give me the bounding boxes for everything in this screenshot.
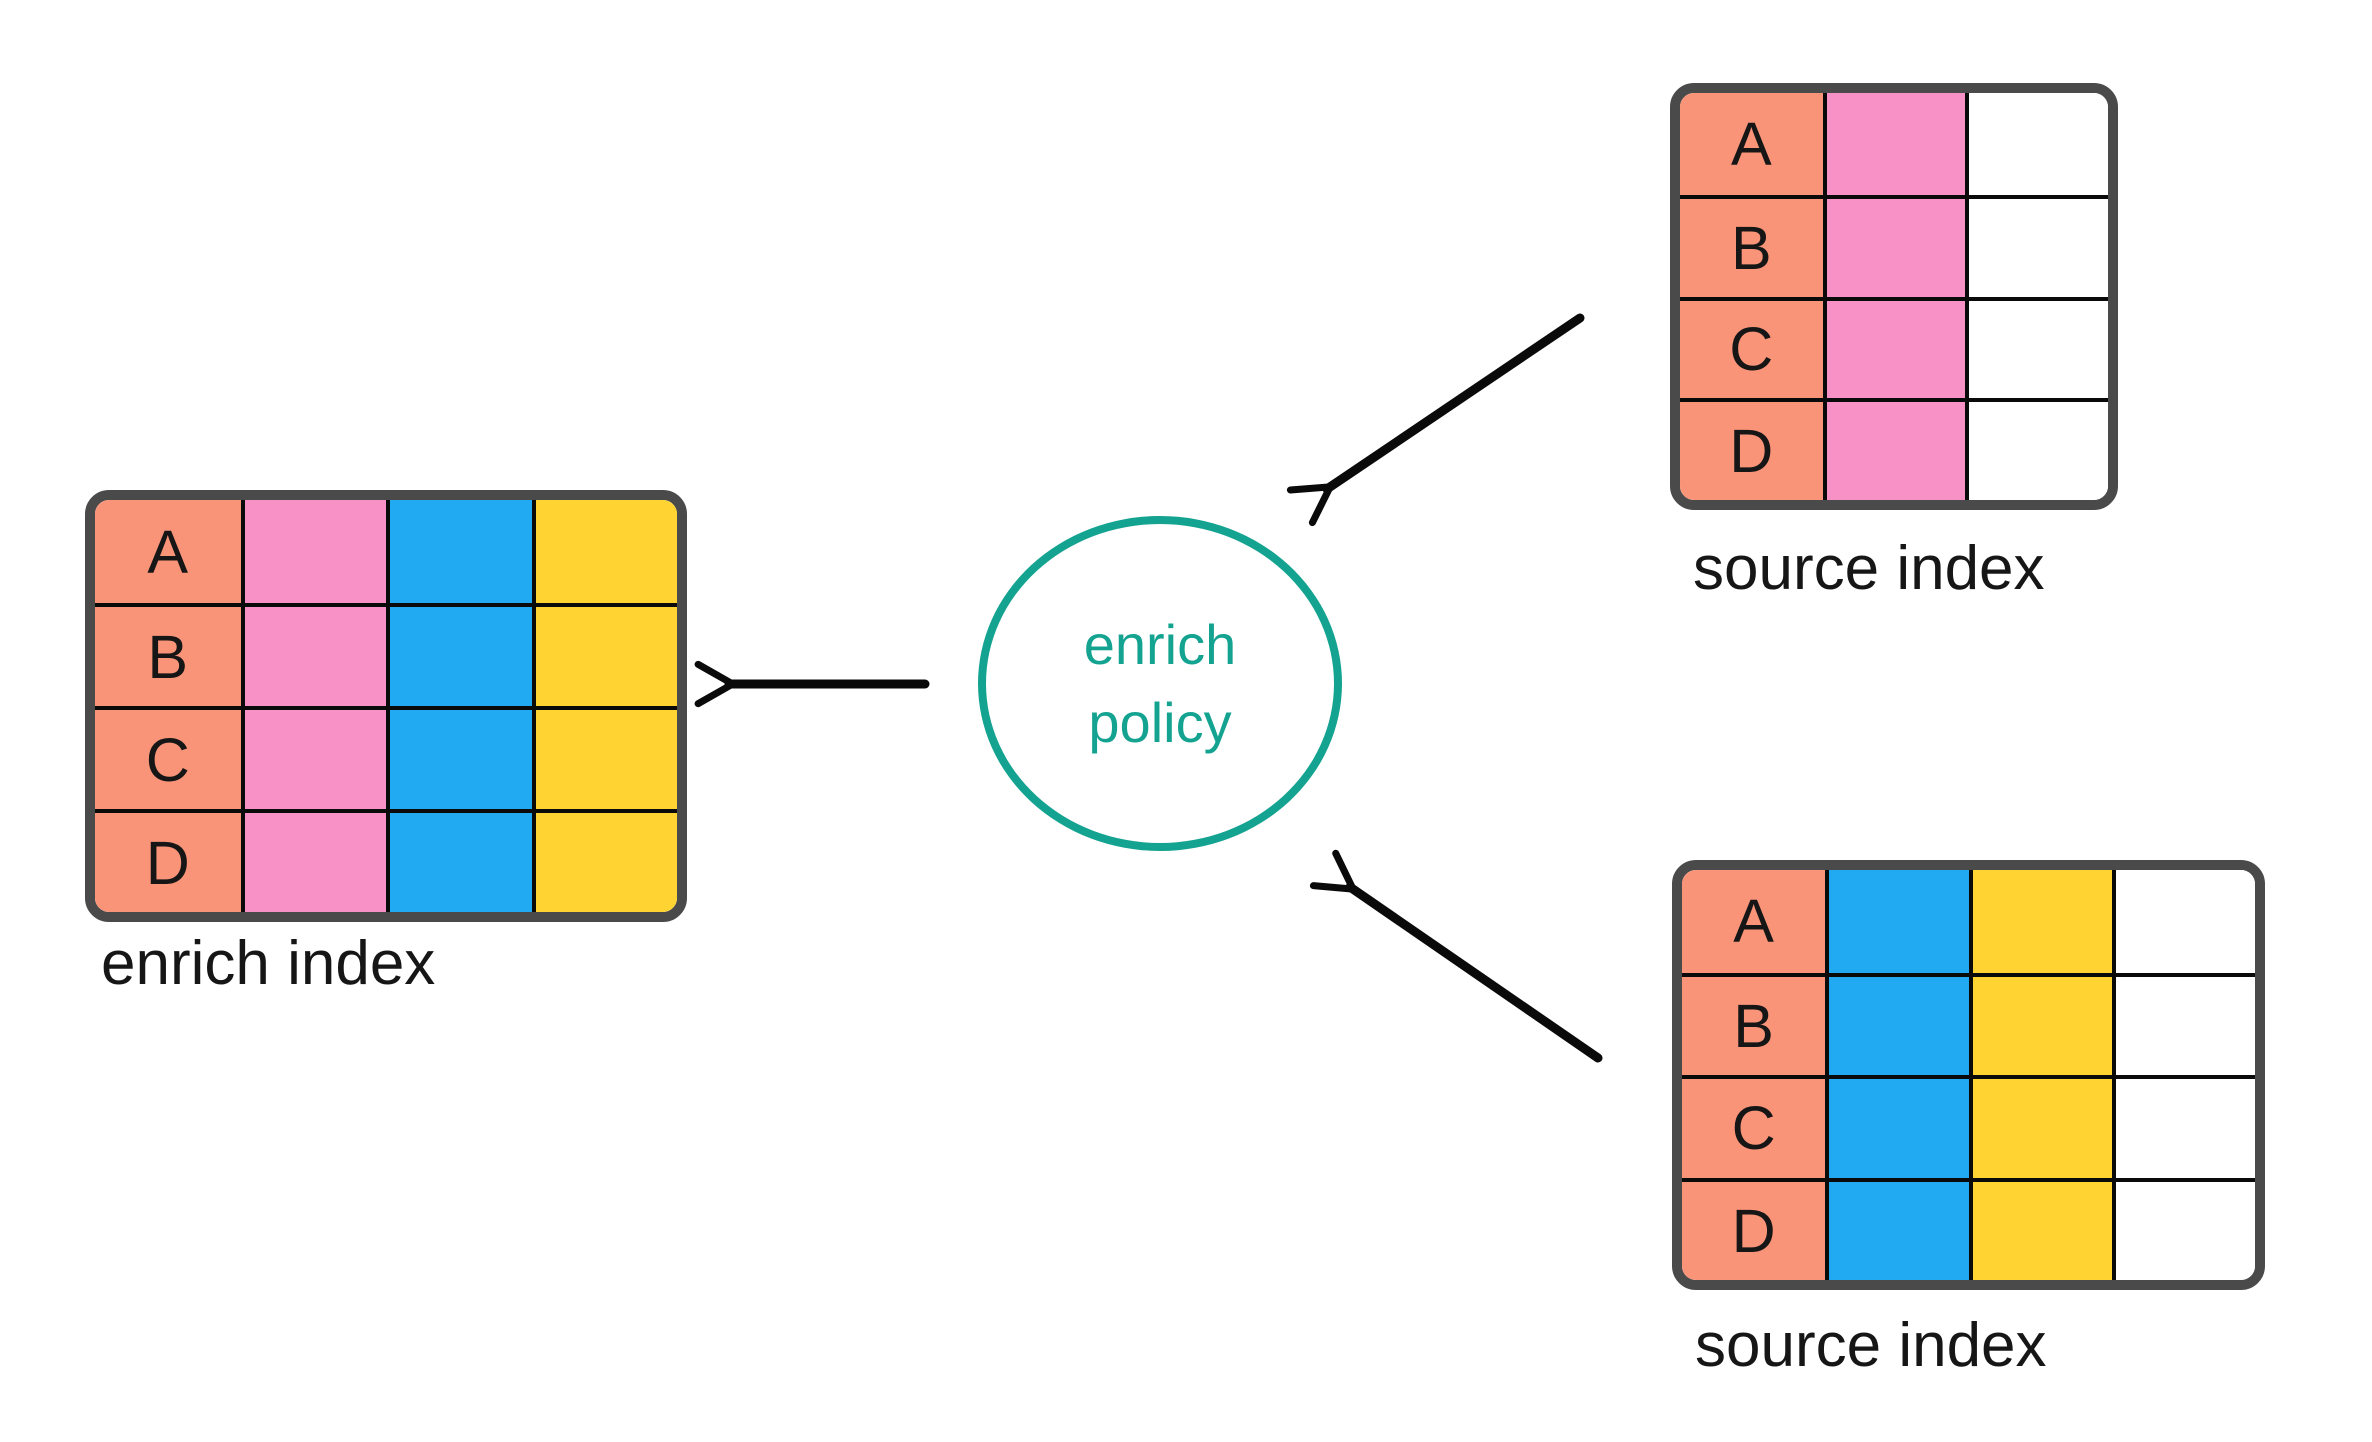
row-label-cell: B	[95, 603, 241, 706]
table-cell	[240, 706, 386, 809]
source-index-bottom-table: A B C D	[1672, 860, 2265, 1290]
table-cell	[1822, 93, 1966, 195]
table-cell	[1825, 870, 1969, 973]
table-cell	[2111, 870, 2255, 973]
table-cell	[2111, 1177, 2255, 1280]
row-label-cell: B	[1680, 194, 1823, 297]
table-cell	[240, 500, 386, 603]
enrich-index-caption: enrich index	[101, 929, 436, 998]
enrich-policy-circle: enrich policy	[978, 516, 1342, 851]
source-index-top-caption: source index	[1693, 534, 2045, 603]
row-label-cell: B	[1682, 972, 1826, 1075]
table-cell	[386, 603, 532, 706]
row-label-cell: C	[95, 706, 241, 809]
row-label-cell: D	[1682, 1177, 1826, 1280]
source-index-top-table: A B C D	[1670, 83, 2118, 510]
enrich-policy-label-line1: enrich	[1083, 612, 1237, 676]
source-index-bottom-caption: source index	[1695, 1311, 2047, 1380]
arrow-source-top-to-policy	[1286, 313, 1585, 527]
table-cell	[1965, 296, 2108, 399]
row-label-cell: C	[1682, 1075, 1826, 1178]
table-cell	[1965, 194, 2108, 297]
row-label-cell: A	[1682, 870, 1826, 973]
table-cell	[1825, 972, 1969, 1075]
enrich-policy-label-line2: policy	[1088, 690, 1232, 754]
table-cell	[1825, 1075, 1969, 1178]
table-cell	[386, 706, 532, 809]
table-cell	[240, 809, 386, 912]
row-label-cell: D	[1680, 398, 1823, 500]
row-label-cell: A	[95, 500, 241, 603]
table-cell	[1825, 1177, 1969, 1280]
table-cell	[1965, 398, 2108, 500]
table-cell	[1822, 194, 1966, 297]
table-cell	[386, 500, 532, 603]
table-cell	[1822, 398, 1966, 500]
table-cell	[1968, 972, 2112, 1075]
table-cell	[386, 809, 532, 912]
enrich-index-table: A B C D	[85, 490, 687, 922]
table-cell	[2111, 972, 2255, 1075]
row-label-cell: A	[1680, 93, 1823, 195]
table-cell	[1968, 1177, 2112, 1280]
table-cell	[531, 500, 677, 603]
table-cell	[1965, 93, 2108, 195]
table-cell	[531, 809, 677, 912]
row-label-cell: C	[1680, 296, 1823, 399]
table-cell	[1822, 296, 1966, 399]
table-cell	[240, 603, 386, 706]
table-cell	[531, 706, 677, 809]
row-label-cell: D	[95, 809, 241, 912]
table-cell	[1968, 1075, 2112, 1178]
table-cell	[531, 603, 677, 706]
table-cell	[1968, 870, 2112, 973]
table-cell	[2111, 1075, 2255, 1178]
arrow-source-bottom-to-policy	[1309, 849, 1603, 1063]
